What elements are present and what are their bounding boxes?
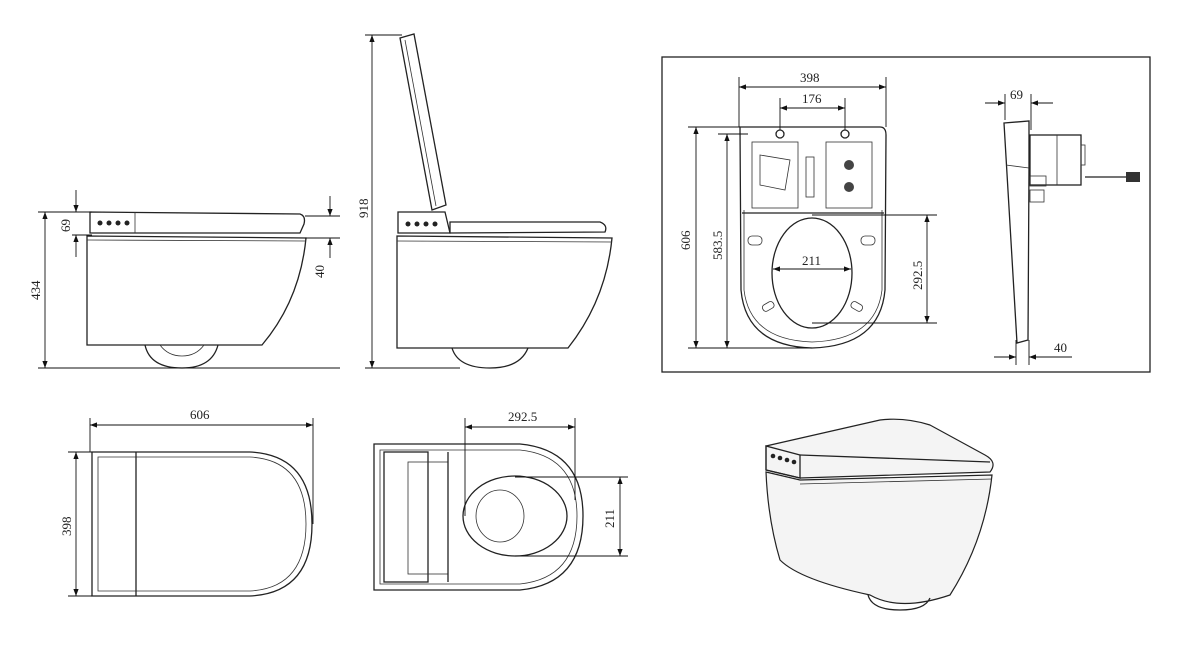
dim-211: 211: [802, 253, 821, 268]
bottom-view: 292.5 211: [373, 409, 628, 591]
dim-292-5: 292.5: [910, 261, 925, 290]
dim-918: 918: [356, 199, 371, 219]
dim-211-bottom: 211: [602, 509, 617, 528]
dim-292-5-bottom: 292.5: [508, 409, 537, 424]
dim-583-5: 583.5: [710, 231, 725, 260]
top-view: 606 398: [59, 407, 314, 597]
dim-69: 69: [58, 219, 73, 232]
dim-606: 606: [678, 230, 693, 250]
dim-69-rear: 69: [1010, 87, 1023, 102]
side-view-closed: 69 434 40: [28, 190, 340, 369]
dim-398: 398: [800, 70, 820, 85]
dim-434: 434: [28, 280, 43, 300]
dim-606-top: 606: [190, 407, 210, 422]
dim-398-top: 398: [59, 517, 74, 537]
dim-176: 176: [802, 91, 822, 106]
dim-40-rear: 40: [1054, 340, 1067, 355]
dim-40: 40: [312, 265, 327, 278]
side-view-open: 918: [356, 33, 613, 369]
rear-view-frame: 398 176 606 583.5 211 292.5 69 40: [661, 56, 1151, 373]
perspective-view: [765, 418, 994, 611]
